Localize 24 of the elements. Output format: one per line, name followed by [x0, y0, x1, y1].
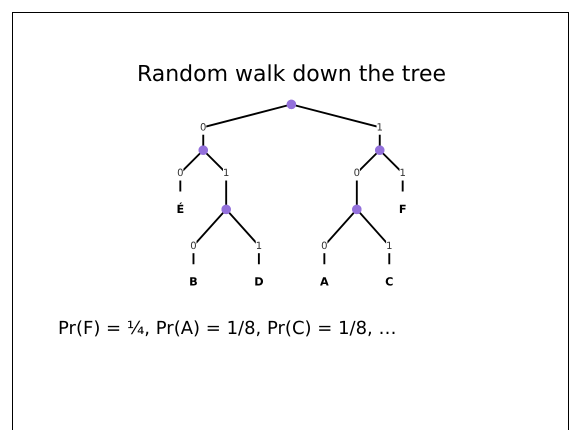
branch-point — [198, 145, 208, 155]
connector — [356, 152, 378, 206]
leaf-label: F — [398, 202, 407, 216]
leaf-label: B — [189, 276, 198, 289]
branch-point — [352, 204, 362, 214]
leaf-label: É — [176, 202, 184, 216]
connector — [359, 212, 390, 264]
connector — [295, 104, 381, 146]
connector — [206, 152, 228, 206]
connector — [323, 212, 355, 264]
leaf-label: A — [320, 276, 329, 289]
connector — [179, 152, 201, 192]
connector — [192, 212, 224, 264]
tree-diagram: 0 1 0 1 0 1 0 1 0 1 É F B D A C — [100, 95, 483, 305]
branch-point — [286, 100, 296, 110]
connector — [228, 212, 260, 264]
connector — [202, 104, 288, 146]
leaf-label: D — [254, 276, 264, 289]
probability-note: Pr(F) = ¼, Pr(A) = 1/8, Pr(C) = 1/8, … — [58, 318, 396, 339]
connector — [382, 152, 404, 192]
diagram-title: Random walk down the tree — [136, 62, 446, 87]
leaf-label: C — [385, 276, 394, 289]
branch-point — [221, 204, 231, 214]
branch-point — [375, 145, 384, 155]
